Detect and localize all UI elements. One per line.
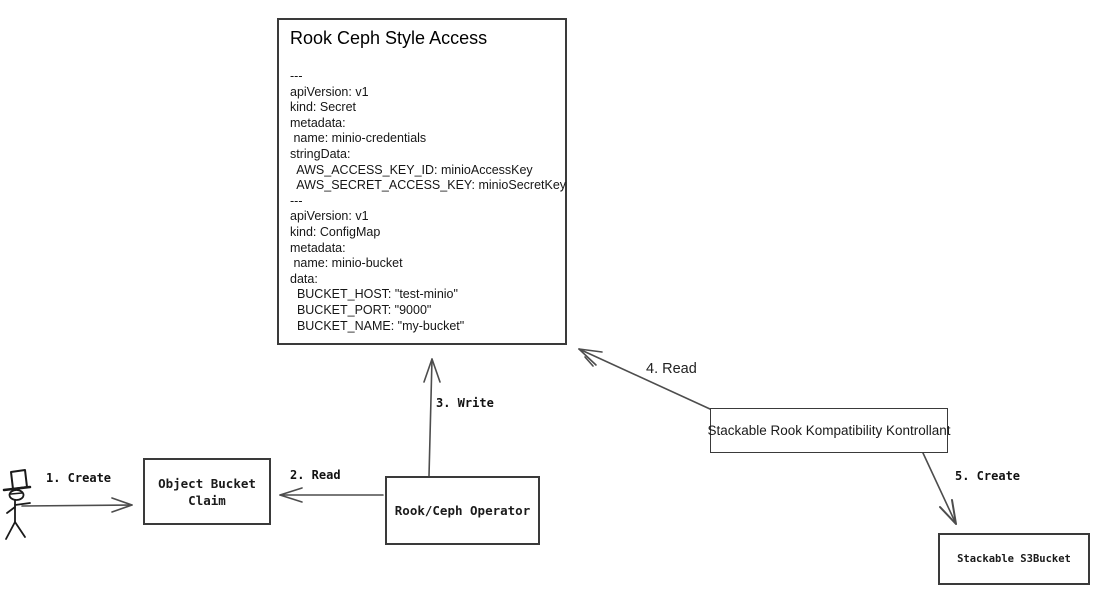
actor-eyes [10, 492, 23, 495]
yaml-line: data: [290, 271, 318, 286]
yaml-line: metadata: [290, 240, 346, 255]
yaml-line: BUCKET_HOST: "test-minio" [290, 287, 458, 302]
yaml-line: stringData: [290, 146, 351, 161]
main-box-title: Rook Ceph Style Access [290, 28, 488, 48]
edge-label-1-create: 1. Create [46, 471, 112, 485]
yaml-line: AWS_SECRET_ACCESS_KEY: minioSecretKey [290, 178, 567, 193]
node-stackable-rook-kompatibility-kontrollant: Stackable Rook Kompatibility Kontrollant [707, 408, 951, 453]
edge-label-3-write: 3. Write [436, 396, 494, 410]
edge-label-2-read: 2. Read [290, 468, 341, 482]
actor-hat-crown [10, 469, 28, 490]
yaml-line: name: minio-credentials [290, 131, 427, 146]
arrow-4-read [578, 348, 711, 410]
yaml-line: apiVersion: v1 [290, 84, 369, 99]
edge-label-4-read: 4. Read [646, 361, 697, 377]
yaml-line: kind: ConfigMap [290, 224, 381, 239]
yaml-line: --- [290, 69, 303, 83]
actor-head [8, 489, 25, 501]
node-label: Object Bucket Claim [158, 475, 256, 508]
actor-legs [5, 521, 26, 540]
yaml-line: BUCKET_PORT: "9000" [290, 302, 432, 317]
node-label: Stackable S3Bucket [957, 553, 1071, 565]
node-label: Stackable Rook Kompatibility Kontrollant [707, 423, 951, 438]
yaml-line: --- [290, 193, 303, 208]
actor-hat-brim [2, 485, 32, 492]
yaml-line: apiVersion: v1 [290, 209, 369, 224]
rook-ceph-style-access-box: Rook Ceph Style Access ---apiVersion: v1… [277, 18, 567, 345]
yaml-line: kind: Secret [290, 100, 357, 115]
yaml-line: AWS_ACCESS_KEY_ID: minioAccessKey [290, 162, 533, 177]
arrow-2-read [279, 487, 384, 503]
yaml-line: metadata: [290, 115, 346, 130]
node-label: Rook/Ceph Operator [394, 503, 531, 518]
yaml-line: name: minio-bucket [290, 256, 403, 271]
arrow-5-create [922, 452, 957, 525]
user-stick-figure-icon [2, 469, 32, 540]
actor-arm-right [14, 502, 31, 506]
arrow-1-create [21, 497, 133, 513]
edge-label-5-create: 5. Create [955, 469, 1021, 483]
node-object-bucket-claim: Object Bucket Claim [143, 458, 271, 525]
node-stackable-s3bucket: Stackable S3Bucket [938, 533, 1090, 585]
node-rook-ceph-operator: Rook/Ceph Operator [385, 476, 540, 545]
yaml-line: BUCKET_NAME: "my-bucket" [290, 318, 465, 333]
arrow-3-write [423, 358, 441, 477]
actor-arm-left [6, 506, 16, 514]
